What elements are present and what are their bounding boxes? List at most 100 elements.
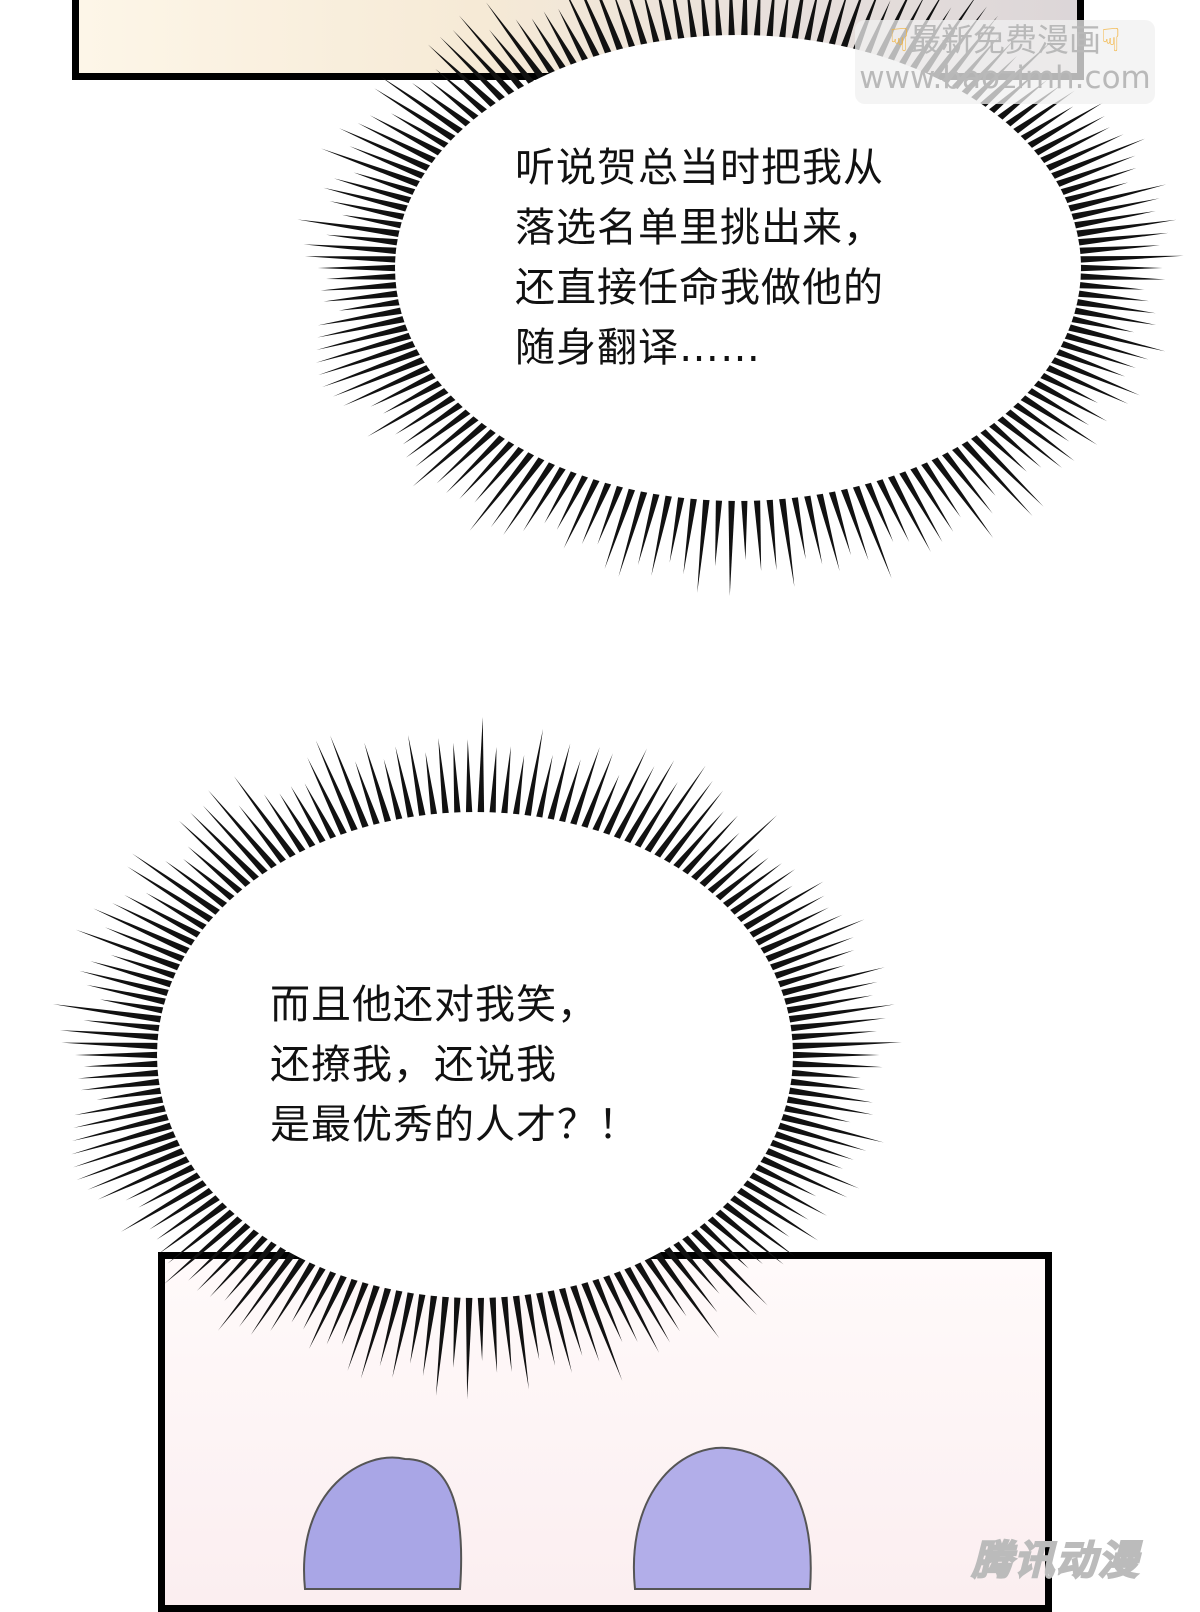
burst-spike [770,965,846,990]
burst-spike [649,1245,720,1339]
burst-spike [599,0,627,58]
burst-spike [776,981,878,1007]
burst-spike [668,811,724,876]
burst-spike [728,492,736,597]
burst-spike [383,376,449,414]
burst-spike [676,1229,757,1316]
publisher-logo: 腾讯动漫 [971,1537,1140,1585]
burst-spike [716,863,782,913]
burst-spike [1068,219,1177,239]
burst-spike [383,758,405,828]
burst-spike [956,434,1033,516]
burst-spike [90,961,180,990]
burst-spike [783,1068,861,1078]
burst-spike [826,483,852,556]
burst-spike [1064,314,1135,333]
burst-spike [659,790,724,870]
burst-spike [534,1284,556,1366]
burst-spike [872,471,910,542]
burst-spike [405,404,477,458]
burst-spike [93,908,197,958]
burst-spike [522,728,544,824]
burst-spike [1020,383,1090,426]
burst-spike [315,330,419,363]
burst-spike [330,735,372,836]
burst-spike [1027,376,1108,422]
burst-spike [61,1042,166,1050]
burst-spike [728,0,736,44]
burst-spike [343,361,437,406]
burst-spike [435,69,493,120]
burst-spike [1072,272,1166,280]
burst-spike [1073,264,1163,272]
burst-spike [97,1152,197,1200]
burst-spike [991,410,1063,468]
burst-spike [436,423,502,484]
burst-spike [73,1103,174,1128]
burst-spike [581,474,615,545]
burst-spike [946,440,996,496]
burst-spike [297,219,408,239]
burst-spike [338,297,408,311]
burst-spike [630,781,678,855]
burst-spike [620,1259,670,1343]
burst-spike [308,1267,351,1350]
burst-spike [742,1168,827,1216]
burst-spike [217,1240,291,1331]
burst-spike [802,487,823,565]
burst-spike [766,1128,854,1160]
burst-spike [125,1160,202,1201]
burst-spike [59,1030,167,1042]
burst-spike [338,128,437,175]
burst-spike [452,29,520,102]
characters-hair [303,1446,812,1590]
burst-spike [187,846,249,900]
burst-spike [374,88,462,146]
burst-spike [322,346,427,388]
burst-spike [392,1284,416,1378]
burst-spike [762,1136,844,1169]
burst-spike [748,907,829,950]
burst-spike [599,1267,638,1343]
burst-spike [132,853,227,920]
burst-spike [1060,184,1167,214]
burst-spike [534,754,553,826]
burst-spike [1049,155,1136,190]
burst-spike [599,748,648,843]
burst-spike [453,1289,462,1368]
burst-spike [270,1255,320,1332]
burst-spike [1070,232,1169,247]
burst-spike [332,353,432,397]
burst-spike [578,1274,623,1381]
burst-spike [610,766,655,847]
burst-spike [1039,361,1129,404]
burst-spike [965,429,1044,507]
burst-spike [238,805,291,870]
pointing-down-hand-icon: ☟ [1101,21,1121,59]
burst-spike [355,761,383,833]
burst-spike [802,0,818,49]
burst-spike [785,1051,880,1059]
burst-spike [488,1289,498,1373]
burst-spike [347,1277,383,1371]
burst-spike [723,869,796,920]
burst-spike [165,860,234,913]
burst-spike [209,1229,274,1298]
burst-spike [303,244,405,255]
burst-spike [701,1210,763,1265]
burst-spike [1071,281,1145,290]
burst-spike [531,18,570,77]
burst-spike [701,848,760,900]
bottom-comic-panel [158,1252,1052,1612]
burst-spike [715,492,723,567]
burst-spike [753,914,843,958]
speech-bubble-text-2: 而且他还对我笑， 还撩我，还说我 是最优秀的人才？！ [270,982,639,1148]
pointing-down-hand-icon: ☟ [889,21,909,59]
burst-spike [87,1144,192,1190]
burst-spike [610,1263,660,1353]
burst-spike [773,1111,884,1143]
burst-spike [1033,368,1098,403]
burst-spike [730,1183,819,1241]
burst-spike [342,214,410,231]
